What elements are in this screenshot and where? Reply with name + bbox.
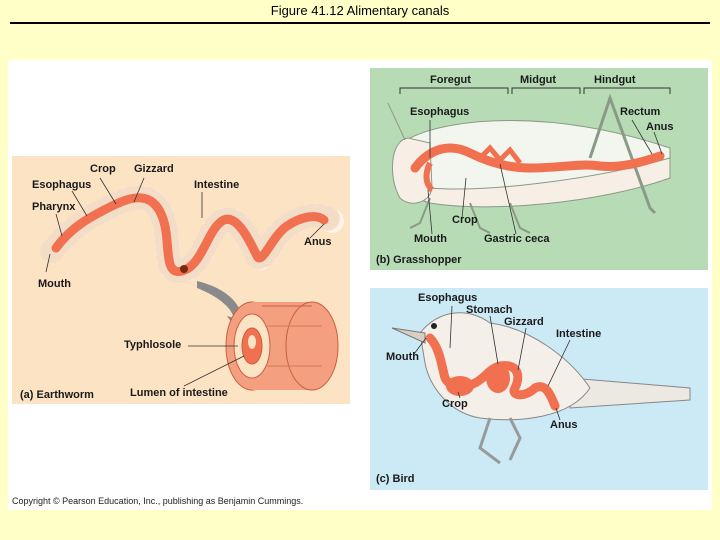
label-esophagus: Esophagus — [410, 106, 470, 118]
bird-caption: (c) Bird — [376, 473, 415, 485]
earthworm-caption: (a) Earthworm — [20, 389, 94, 401]
grasshopper-panel: Foregut Midgut Hindgut Esophagus Rectum … — [370, 68, 708, 270]
label-mouth: Mouth — [38, 278, 71, 290]
bird-panel: Esophagus Stomach Gizzard Intestine Mout… — [370, 288, 708, 490]
label-stomach: Stomach — [466, 304, 513, 316]
label-esophagus: Esophagus — [418, 292, 478, 304]
label-crop: Crop — [90, 163, 116, 175]
slide-title: Figure 41.12 Alimentary canals — [270, 3, 450, 18]
label-crop: Crop — [442, 398, 468, 410]
label-hindgut: Hindgut — [594, 74, 636, 86]
label-rectum: Rectum — [620, 106, 661, 118]
label-esophagus: Esophagus — [32, 179, 92, 191]
label-anus: Anus — [646, 121, 674, 133]
label-anus: Anus — [550, 419, 578, 431]
label-mouth: Mouth — [414, 233, 447, 245]
label-mouth: Mouth — [386, 351, 419, 363]
label-intestine: Intestine — [556, 328, 602, 340]
earthworm-panel: Crop Gizzard Esophagus Pharynx Intestine… — [12, 156, 350, 404]
label-pharynx: Pharynx — [32, 201, 76, 213]
label-lumen: Lumen of intestine — [130, 387, 228, 399]
label-gizzard: Gizzard — [504, 316, 544, 328]
bird-illustration — [370, 288, 708, 490]
grasshopper-illustration — [370, 68, 708, 270]
title-rule — [10, 22, 710, 24]
label-intestine: Intestine — [194, 179, 240, 191]
label-foregut: Foregut — [430, 74, 471, 86]
label-typhlosole: Typhlosole — [124, 339, 182, 351]
copyright-notice: Copyright © Pearson Education, Inc., pub… — [12, 496, 304, 506]
label-gastric-ceca: Gastric ceca — [484, 233, 550, 245]
label-anus: Anus — [304, 236, 332, 248]
earthworm-illustration — [12, 156, 350, 404]
label-gizzard: Gizzard — [134, 163, 174, 175]
label-midgut: Midgut — [520, 74, 557, 86]
label-crop: Crop — [452, 214, 478, 226]
grasshopper-caption: (b) Grasshopper — [376, 254, 462, 266]
